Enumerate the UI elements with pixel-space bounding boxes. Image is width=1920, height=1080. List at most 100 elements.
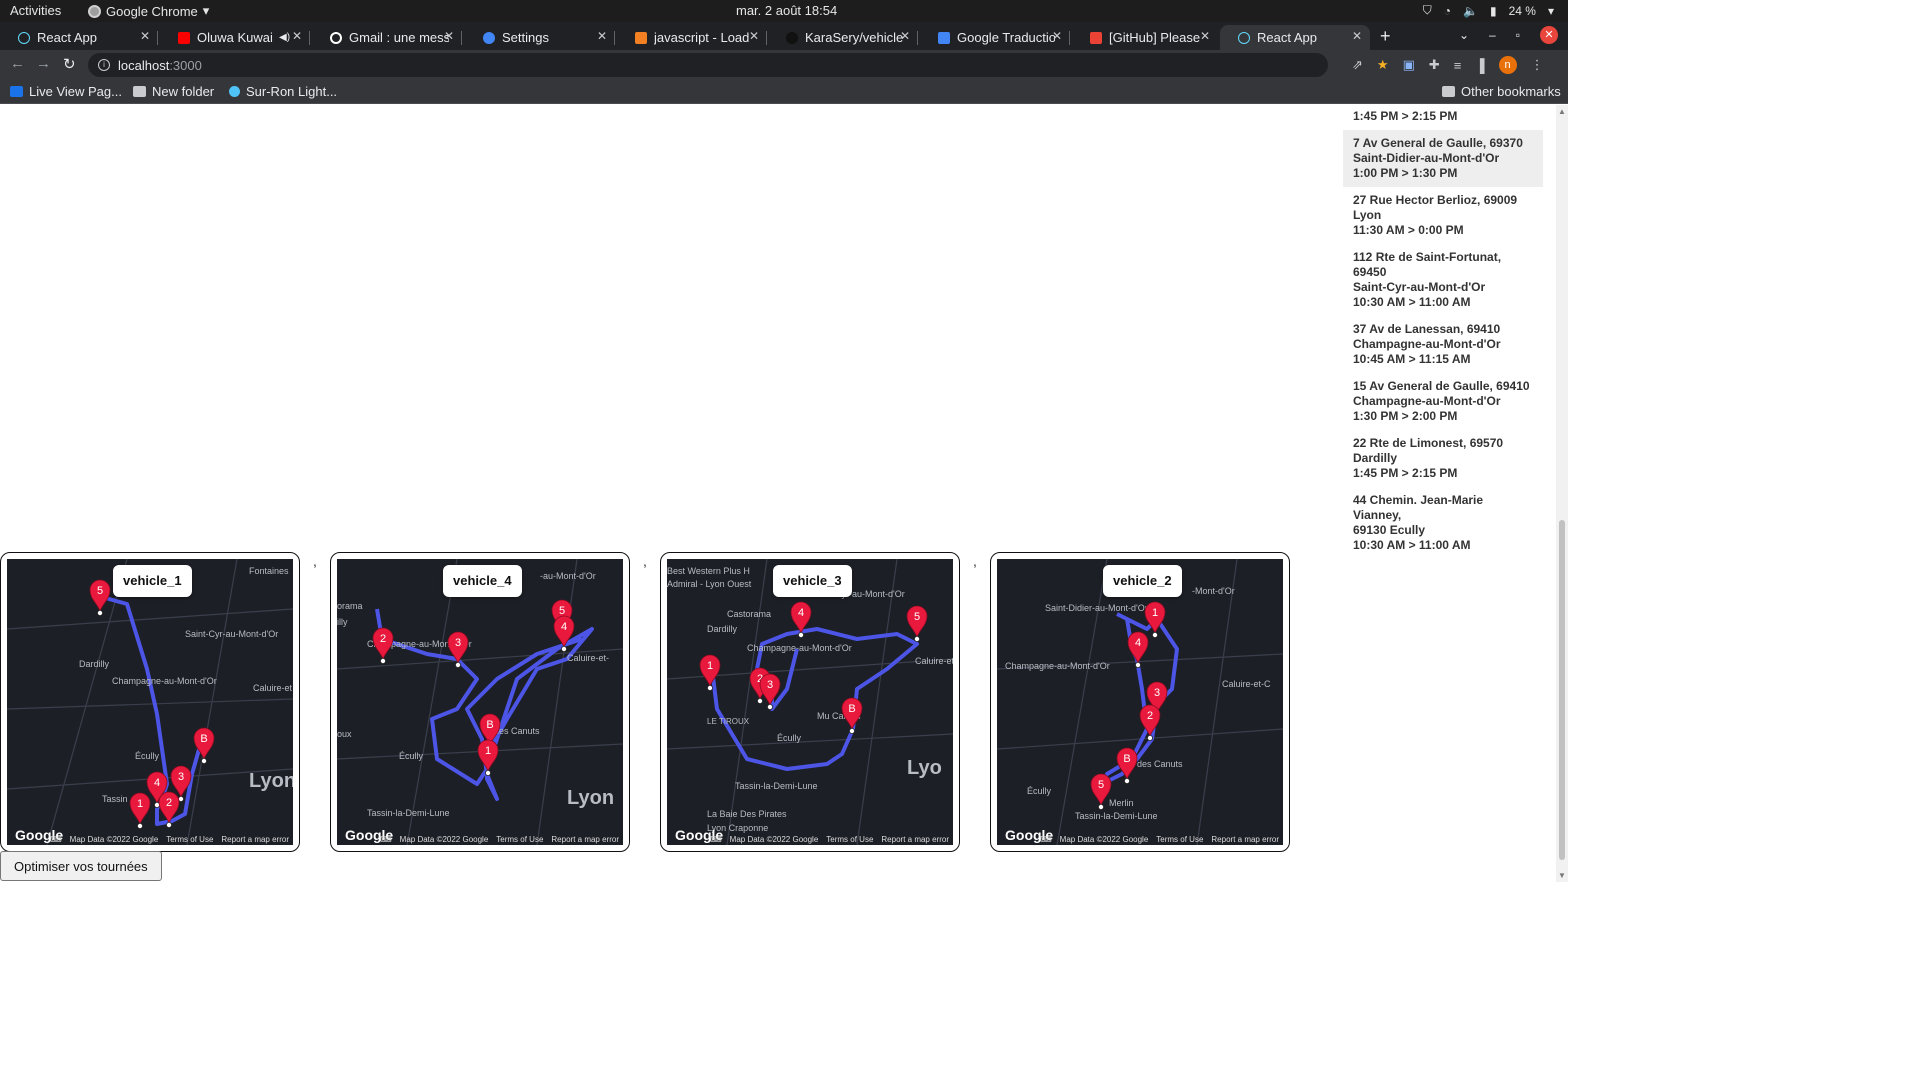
close-icon[interactable]: ✕ — [1351, 29, 1362, 43]
map-marker-2[interactable]: 2 — [158, 791, 180, 828]
terms-link[interactable]: Terms of Use — [1156, 835, 1204, 844]
map-marker-B[interactable]: B — [841, 697, 863, 734]
maximize-icon[interactable]: ▫ — [1515, 28, 1520, 42]
delivery-slot[interactable]: 112 Rte de Saint-Fortunat, 69450 Saint-C… — [1343, 244, 1543, 316]
map-marker-2[interactable]: 2 — [1139, 704, 1161, 741]
map-marker-3[interactable]: 3 — [447, 631, 469, 668]
terms-link[interactable]: Terms of Use — [496, 835, 544, 844]
map-canvas[interactable]: -au-Mont-d'OroramaillyChampagne-au-Mont-… — [337, 559, 623, 845]
info-icon[interactable]: i — [98, 59, 110, 71]
bookmark-new-folder[interactable]: New folder — [133, 84, 214, 99]
map-marker-3[interactable]: 3 — [759, 673, 781, 710]
reading-list-icon[interactable]: ≡ — [1453, 57, 1462, 73]
app-menu[interactable]: Google Chrome ▾ — [88, 3, 209, 19]
map-marker-4[interactable]: 4 — [553, 615, 575, 652]
keyboard-icon[interactable]: ⌨ — [50, 835, 62, 844]
other-bookmarks[interactable]: Other bookmarks — [1442, 84, 1561, 99]
profile-avatar[interactable]: n — [1498, 56, 1517, 74]
scroll-up-icon[interactable]: ▲ — [1558, 107, 1566, 116]
bookmark-sur-ron[interactable]: Sur-Ron Light... — [229, 84, 337, 99]
share-icon[interactable]: ⇗ — [1352, 57, 1363, 72]
report-error-link[interactable]: Report a map error — [881, 835, 949, 844]
forward-icon[interactable]: → — [36, 55, 51, 72]
close-icon[interactable]: ✕ — [1199, 29, 1210, 43]
extensions-icon[interactable]: ✚ — [1428, 57, 1440, 72]
delivery-slot[interactable]: 44 Chemin. Jean-Marie Vianney, 69130 Ecu… — [1343, 487, 1543, 559]
bookmark-live-view[interactable]: Live View Pag... — [10, 84, 122, 99]
map-place-label: Champagne-au-Mont-d'Or — [112, 676, 217, 686]
tab-react-app-active[interactable]: React App ✕ — [1220, 25, 1370, 50]
delivery-slot[interactable]: 22 Rte de Limonest, 69570 Dardilly 1:45 … — [1343, 430, 1543, 487]
keyboard-icon[interactable]: ⌨ — [380, 835, 392, 844]
new-tab-button[interactable]: + — [1380, 26, 1391, 46]
close-icon[interactable]: ✕ — [139, 29, 150, 43]
tab-github[interactable]: KaraSery/vehicle- ✕ — [768, 25, 918, 50]
map-marker-2[interactable]: 2 — [372, 627, 394, 664]
tab-stackoverflow[interactable]: javascript - Load l ✕ — [617, 25, 767, 50]
window-close-icon[interactable]: ✕ — [1540, 26, 1558, 44]
scroll-down-icon[interactable]: ▼ — [1558, 871, 1566, 880]
map-marker-1[interactable]: 1 — [477, 739, 499, 776]
map-marker-B[interactable]: B — [1116, 747, 1138, 784]
map-canvas[interactable]: LimonestFontainesSaint-Cyr-au-Mont-d'OrD… — [7, 559, 293, 845]
address-bar[interactable]: i localhost:3000 — [88, 53, 1328, 77]
map-marker-3[interactable]: 3 — [170, 765, 192, 802]
delivery-slot[interactable]: 37 Av de Lanessan, 69410 Champagne-au-Mo… — [1343, 316, 1543, 373]
tab-gmail[interactable]: Gmail : une messa ✕ — [312, 25, 462, 50]
bookmark-star-icon[interactable]: ★ — [1376, 57, 1389, 72]
close-icon[interactable]: ✕ — [596, 29, 607, 43]
minimize-icon[interactable]: – — [1489, 28, 1496, 42]
clock[interactable]: mar. 2 août 18:54 — [736, 3, 838, 18]
side-panel-icon[interactable]: ▐ — [1475, 57, 1485, 73]
back-icon[interactable]: ← — [10, 55, 25, 72]
map-marker-4[interactable]: 4 — [790, 601, 812, 638]
map-marker-1[interactable]: 1 — [699, 654, 721, 691]
translate-extension-icon[interactable]: ▣ — [1402, 57, 1415, 72]
vehicle-label: vehicle_1 — [113, 565, 192, 597]
speaker-icon[interactable]: ◀) — [279, 32, 291, 43]
reload-icon[interactable]: ↻ — [63, 56, 76, 73]
map-marker-5[interactable]: 5 — [89, 579, 111, 616]
system-tray[interactable]: ⛉ ◔ 🔈 ▮ 24 % ▾ — [1423, 3, 1554, 18]
map-canvas[interactable]: -Mont-d'OrSaint-Didier-au-Mont-d'OrChamp… — [997, 559, 1283, 845]
close-icon[interactable]: ✕ — [443, 29, 454, 43]
delivery-slot[interactable]: 15 Av General de Gaulle, 69410 Champagne… — [1343, 373, 1543, 430]
map-card-vehicle_1[interactable]: LimonestFontainesSaint-Cyr-au-Mont-d'OrD… — [0, 552, 300, 852]
close-icon[interactable]: ✕ — [899, 29, 910, 43]
optimise-button[interactable]: Optimiser vos tournées — [0, 851, 162, 881]
tab-youtube[interactable]: Oluwa Kuwait ◀) ✕ — [160, 25, 310, 50]
delivery-slot[interactable]: 27 Rue Hector Berlioz, 69009 Lyon 11:30 … — [1343, 187, 1543, 244]
scrollbar-thumb[interactable] — [1559, 520, 1565, 860]
map-marker-5[interactable]: 5 — [906, 605, 928, 642]
delivery-slot[interactable]: 1:45 PM > 2:15 PM — [1343, 105, 1543, 130]
map-marker-1[interactable]: 1 — [129, 792, 151, 829]
tab-gmail-github[interactable]: [GitHub] Please v ✕ — [1072, 25, 1218, 50]
tab-react-app[interactable]: React App ✕ — [0, 25, 158, 50]
activities-button[interactable]: Activities — [10, 3, 62, 18]
page-scrollbar[interactable]: ▲ ▼ — [1556, 105, 1568, 882]
map-marker-B[interactable]: B — [193, 727, 215, 764]
keyboard-icon[interactable]: ⌨ — [1040, 835, 1052, 844]
close-icon[interactable]: ✕ — [748, 29, 759, 43]
report-error-link[interactable]: Report a map error — [221, 835, 289, 844]
terms-link[interactable]: Terms of Use — [166, 835, 214, 844]
more-menu-icon[interactable]: ⋮ — [1530, 57, 1544, 72]
tab-search-icon[interactable]: ⌄ — [1458, 28, 1470, 42]
tab-settings[interactable]: Settings ✕ — [465, 25, 615, 50]
volume-icon: 🔈 — [1463, 3, 1478, 18]
report-error-link[interactable]: Report a map error — [1211, 835, 1279, 844]
terms-link[interactable]: Terms of Use — [826, 835, 874, 844]
map-marker-5[interactable]: 5 — [1090, 773, 1112, 810]
delivery-slot[interactable]: 7 Av General de Gaulle, 69370 Saint-Didi… — [1343, 130, 1543, 187]
keyboard-icon[interactable]: ⌨ — [710, 835, 722, 844]
close-icon[interactable]: ✕ — [1051, 29, 1062, 43]
tab-google-translate[interactable]: Google Traductio ✕ — [920, 25, 1070, 50]
map-marker-1[interactable]: 1 — [1144, 601, 1166, 638]
map-marker-4[interactable]: 4 — [1127, 631, 1149, 668]
report-error-link[interactable]: Report a map error — [551, 835, 619, 844]
close-icon[interactable]: ✕ — [291, 29, 302, 43]
